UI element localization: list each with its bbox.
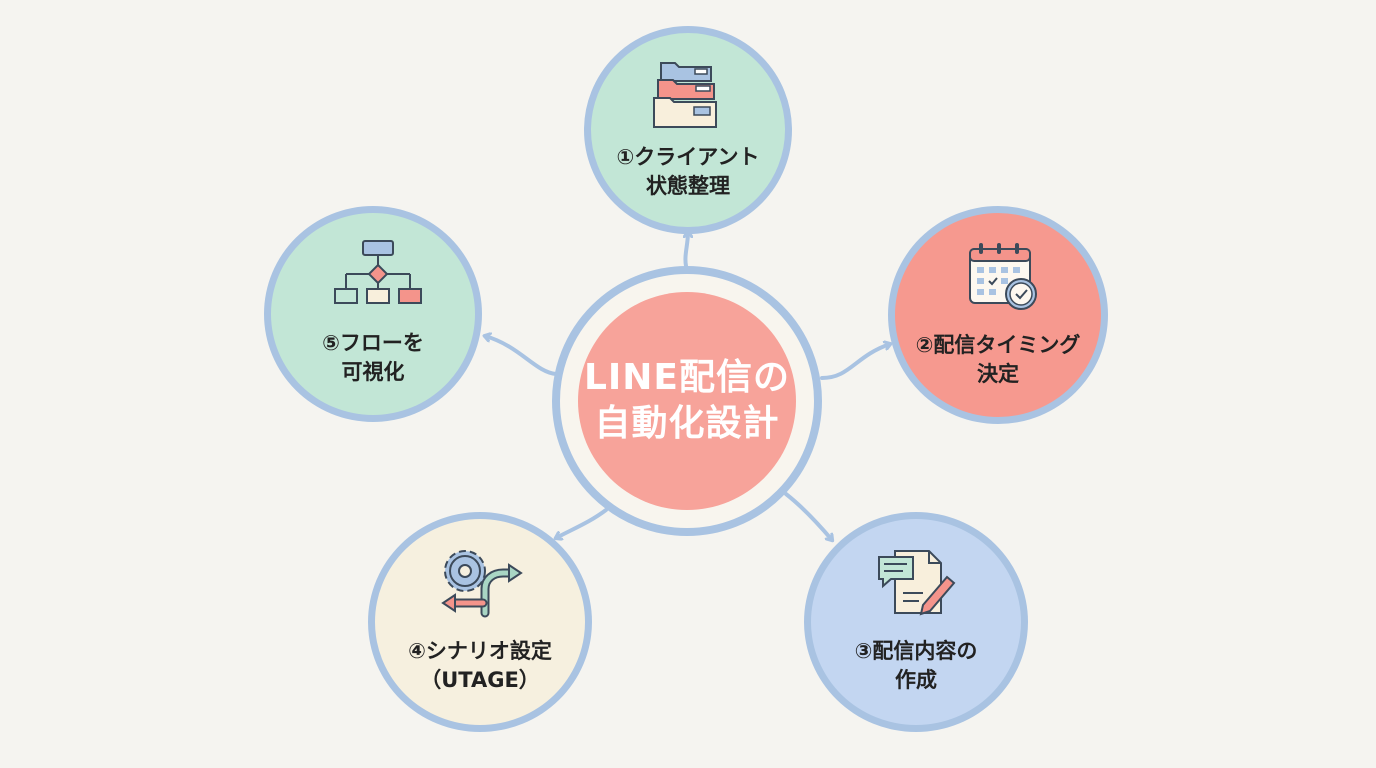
node-timing-line2: 決定 <box>977 362 1019 386</box>
document-pen-icon <box>878 550 956 616</box>
node-timing: ②配信タイミング 決定 <box>888 206 1108 424</box>
arrow-to-scenario <box>556 508 608 538</box>
node-flow-line1: ⑤フローを <box>322 331 424 355</box>
node-flow-line2: 可視化 <box>341 360 405 384</box>
node-scenario-line1: ④シナリオ設定 <box>408 639 552 663</box>
node-content-line2: 作成 <box>895 668 937 692</box>
center-title-line1: LINE配信の <box>583 357 791 398</box>
node-client-line1: ①クライアント <box>616 145 760 169</box>
gear-arrows-icon <box>441 550 523 618</box>
arrow-to-client <box>685 232 688 268</box>
node-scenario-line2: （UTAGE） <box>420 668 540 692</box>
node-client: ①クライアント 状態整理 <box>584 26 792 234</box>
arrow-to-content <box>784 492 832 540</box>
node-flow: ⑤フローを 可視化 <box>264 206 482 422</box>
arrow-to-timing <box>820 344 890 380</box>
center-title-line2: 自動化設計 <box>594 403 780 444</box>
calendar-clock-icon <box>969 243 1037 310</box>
node-scenario-label: ④シナリオ設定 （UTAGE） <box>375 637 585 695</box>
node-content-label: ③配信内容の 作成 <box>811 637 1021 695</box>
node-flow-label: ⑤フローを 可視化 <box>271 329 475 387</box>
folders-icon <box>653 62 717 128</box>
center-node: LINE配信の 自動化設計 <box>578 292 796 510</box>
flowchart-icon <box>334 240 422 304</box>
node-timing-label: ②配信タイミング 決定 <box>895 331 1101 389</box>
node-client-line2: 状態整理 <box>646 174 730 198</box>
node-content-line1: ③配信内容の <box>854 639 978 663</box>
node-timing-line1: ②配信タイミング <box>915 333 1081 357</box>
node-scenario: ④シナリオ設定 （UTAGE） <box>368 512 592 732</box>
arrow-to-flow <box>485 336 558 376</box>
node-content: ③配信内容の 作成 <box>804 512 1028 732</box>
node-client-label: ①クライアント 状態整理 <box>591 143 785 201</box>
